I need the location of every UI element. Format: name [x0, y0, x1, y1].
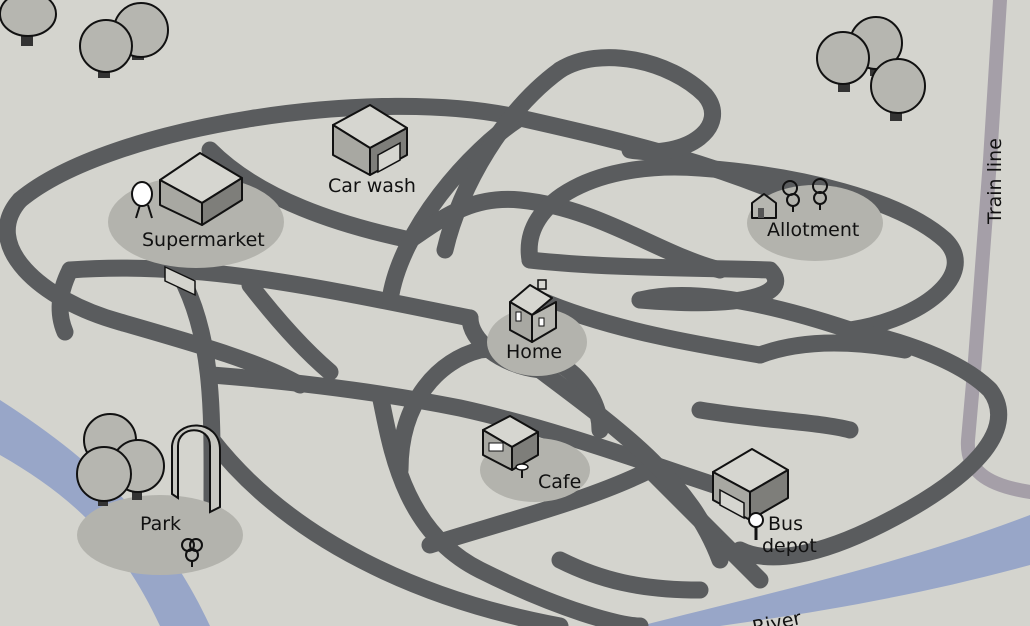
- bus-depot-icon: [712, 448, 789, 540]
- label-bus-depot-line1: Bus: [768, 513, 803, 535]
- place-bus-depot[interactable]: Bus depot: [712, 448, 817, 557]
- place-cafe[interactable]: Cafe: [480, 415, 590, 502]
- house-icon: [509, 279, 557, 343]
- label-car-wash: Car wash: [328, 175, 416, 197]
- road-network: [0, 49, 1008, 626]
- allotment-icon: [751, 178, 828, 219]
- place-allotment[interactable]: Allotment: [747, 178, 883, 261]
- place-park[interactable]: Park: [76, 413, 243, 575]
- label-train-line: Train line: [984, 138, 1006, 225]
- flower-icon: [782, 178, 828, 212]
- label-bus-depot-line2: depot: [762, 535, 817, 557]
- park-icon: [76, 413, 221, 567]
- place-car-wash[interactable]: Car wash: [328, 104, 416, 197]
- label-supermarket: Supermarket: [142, 229, 265, 251]
- tree-group-top-right: [816, 16, 926, 121]
- label-cafe: Cafe: [538, 471, 581, 493]
- car-wash-icon: [332, 104, 408, 176]
- place-supermarket[interactable]: Supermarket: [108, 152, 284, 297]
- supermarket-icon: [131, 152, 243, 297]
- label-park: Park: [140, 513, 181, 535]
- cafe-icon: [482, 415, 539, 478]
- label-home: Home: [506, 341, 562, 363]
- label-allotment: Allotment: [767, 219, 859, 241]
- place-home[interactable]: Home: [487, 279, 587, 376]
- tree-group-top-left: [0, 0, 169, 78]
- flower-icon: [181, 538, 203, 567]
- river-south: [640, 515, 1030, 626]
